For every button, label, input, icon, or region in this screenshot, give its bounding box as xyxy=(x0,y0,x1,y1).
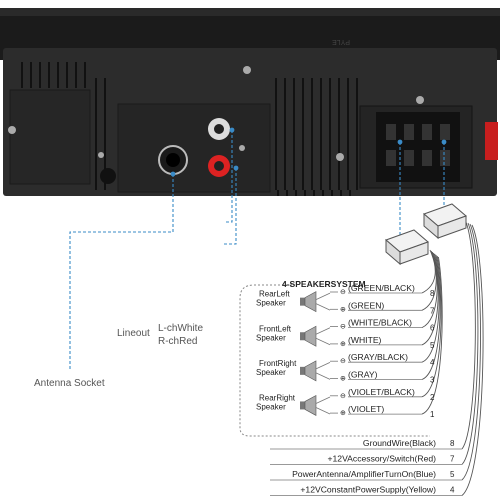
speaker-icon xyxy=(300,360,331,382)
minus-terminal: ⊖ xyxy=(340,289,346,296)
speaker-icon xyxy=(300,291,331,313)
plus-terminal: ⊕ xyxy=(340,376,346,383)
power-pin-number: 8 xyxy=(450,439,455,448)
wire-color-label: (GREEN) xyxy=(348,300,384,310)
minus-terminal: ⊖ xyxy=(340,324,346,331)
plus-terminal: ⊕ xyxy=(340,341,346,348)
speaker-word: Speaker xyxy=(256,333,286,342)
speaker-word: Speaker xyxy=(256,368,286,377)
harness-plug-speaker xyxy=(385,229,429,266)
power-pin-number: 7 xyxy=(450,455,455,464)
power-wire-label: +12VAccessory/Switch(Red) xyxy=(328,454,437,464)
speaker-word: Speaker xyxy=(256,402,286,411)
wire-pin-number: 8 xyxy=(430,289,435,298)
wire-color-label: (GREEN/BLACK) xyxy=(348,283,415,293)
screws xyxy=(8,66,424,161)
wire-pin-number: 5 xyxy=(430,341,435,350)
speaker-icon xyxy=(300,394,331,416)
plus-terminal: ⊕ xyxy=(340,306,346,313)
power-rows: GroundWire(Black) 8 +12VAccessory/Switch(R… xyxy=(270,438,462,496)
plus-terminal: ⊕ xyxy=(340,410,346,417)
speaker-name: RearRight xyxy=(259,393,296,402)
brand-label: PYLE xyxy=(332,38,350,45)
lineout-label: Lineout xyxy=(117,328,150,339)
speaker-icon xyxy=(300,325,331,347)
harness-plug-power xyxy=(423,203,467,240)
wire-pin-number: 1 xyxy=(430,410,435,419)
screw-hole xyxy=(100,168,116,184)
wire-pin-number: 7 xyxy=(430,306,435,315)
speaker-group: RearLeftSpeakerFrontLeftSpeakerFrontRigh… xyxy=(256,290,331,416)
wire-color-label: (GRAY) xyxy=(348,370,378,380)
power-wire-label: PowerAntenna/AmplifierTurnOn(Blue) xyxy=(292,469,436,479)
harness-wires xyxy=(421,221,484,496)
minus-terminal: ⊖ xyxy=(340,358,346,365)
callout-lines xyxy=(69,130,445,370)
antenna-socket-label: Antenna Socket xyxy=(34,378,105,389)
power-wire-label: +12VConstantPowerSupply(Yellow) xyxy=(300,485,436,495)
minus-terminal: ⊖ xyxy=(340,393,346,400)
wire-color-label: (VIOLET/BLACK) xyxy=(348,387,415,397)
l-ch-label: L-chWhite xyxy=(158,323,203,334)
red-fuse xyxy=(485,122,498,160)
radio-unit-back: PYLE xyxy=(0,8,500,196)
power-wire-label: GroundWire(Black) xyxy=(363,438,436,448)
wire-color-label: (WHITE/BLACK) xyxy=(348,318,412,328)
speaker-name: FrontLeft xyxy=(259,324,292,333)
wire-pin-number: 4 xyxy=(430,358,435,367)
wire-pin-number: 6 xyxy=(430,324,435,333)
r-ch-label: R-chRed xyxy=(158,336,197,347)
power-pin-number: 4 xyxy=(450,486,455,495)
wire-pin-number: 3 xyxy=(430,376,435,385)
speaker-word: Speaker xyxy=(256,299,286,308)
iso-connector-socket xyxy=(376,112,460,182)
wire-color-label: (GRAY/BLACK) xyxy=(348,352,408,362)
wire-pin-number: 2 xyxy=(430,393,435,402)
wire-color-label: (WHITE) xyxy=(348,335,382,345)
wire-color-label: (VIOLET) xyxy=(348,404,384,414)
power-pin-number: 5 xyxy=(450,470,455,479)
speaker-name: RearLeft xyxy=(259,290,290,299)
wire-rows: (GREEN/BLACK)8⊖(GREEN)7⊕(WHITE/BLACK)6⊖(… xyxy=(330,283,435,419)
speaker-system-title: 4-SPEAKERSYSTEM xyxy=(282,279,366,289)
speaker-name: FrontRight xyxy=(259,359,297,368)
